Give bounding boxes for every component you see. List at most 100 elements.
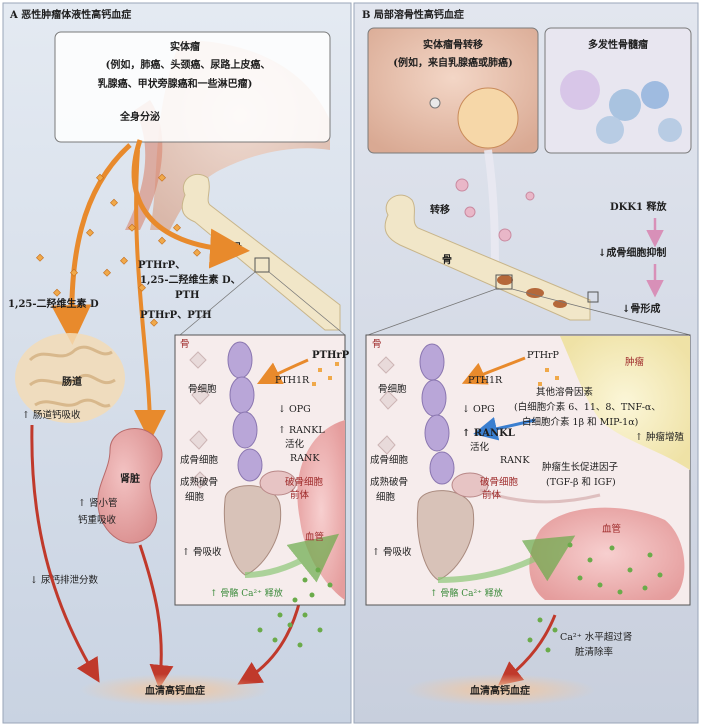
panel-b: B 局部溶骨性高钙血症 实体瘤骨转移 (例如，来自乳腺癌或肺癌) 多发性骨髓瘤 … xyxy=(353,2,699,724)
arrow-gut-result xyxy=(30,424,100,683)
vitamin-d-label: 1,25-二羟维生素 D xyxy=(8,297,99,310)
metastasis-title: 实体瘤骨转移 xyxy=(423,38,483,51)
osteoblast-inhibition-label: ↓成骨细胞抑制 xyxy=(598,246,666,259)
femur-illustration xyxy=(181,173,341,331)
panel-a-result: 血清高钙血症 xyxy=(145,684,205,697)
inset-a-pthrp-arrow xyxy=(256,358,309,385)
inset-a-vessel-label: 血管 xyxy=(305,531,324,543)
inset-b-osteocyte-label: 骨细胞 xyxy=(378,383,407,395)
inset-b-growth-factors-2: (TGF-β 和 IGF) xyxy=(546,477,616,488)
kidney-label: 肾脏 xyxy=(120,472,140,485)
bone-b-zoom-box xyxy=(495,274,513,290)
inset-b-calcium-particles xyxy=(567,542,663,595)
inset-a-precursor xyxy=(259,470,297,496)
inset-b-resorption-label: ↑ 骨吸收 xyxy=(372,546,412,558)
ca-level-label-2: 脏清除率 xyxy=(575,646,614,658)
bone-zoom-box xyxy=(254,257,270,273)
kidney-illustration xyxy=(97,428,163,544)
tumor-box xyxy=(54,31,331,143)
panel-b-calcium-particles xyxy=(527,617,558,653)
inset-b-vessel xyxy=(529,507,685,600)
inset-b-pthrp-arrow xyxy=(461,356,526,385)
panel-b-result: 血清高钙血症 xyxy=(470,684,530,697)
pthrp-label-3: PTH xyxy=(175,290,199,301)
inset-a-mature-osteoclast-2: 细胞 xyxy=(185,491,205,503)
transfer-label: 转移 xyxy=(430,203,450,216)
migrating-cells xyxy=(455,178,535,242)
tumor-box-line2: (例如，肺癌、头颈癌、尿路上皮癌、 xyxy=(106,58,271,71)
inset-b-tumor-label: 肿瘤 xyxy=(625,356,645,368)
inset-b-precursor-2: 前体 xyxy=(482,489,502,501)
inset-a-precursor-1: 破骨细胞 xyxy=(285,476,324,488)
tumor-box-title: 实体瘤 xyxy=(170,40,200,53)
inset-a-lining-cells xyxy=(227,341,263,482)
hormone-particles xyxy=(36,173,201,327)
inset-b-release-label: ↑ 骨骼 Ca²⁺ 释放 xyxy=(430,587,503,599)
bone-formation-label: ↓骨形成 xyxy=(622,302,660,315)
urine-label: ↓ 尿钙排泄分数 xyxy=(30,574,98,586)
inset-a-opg-label: ↓ OPG xyxy=(278,404,311,415)
pthrp-label-2: 1,25-二羟维生素 D、 xyxy=(140,273,241,286)
inset-a-osteocyte-label: 骨细胞 xyxy=(188,383,217,395)
inset-b-pthrp-particles xyxy=(538,368,559,386)
myeloma-box xyxy=(544,27,692,154)
metastasis-tumor xyxy=(457,87,519,149)
panel-b-title: B 局部溶骨性高钙血症 xyxy=(362,8,464,21)
inset-b-mature-osteoclast-1: 成熟破骨 xyxy=(370,476,408,488)
inset-a-resorption-label: ↑ 骨吸收 xyxy=(182,546,222,558)
inset-b-osteoclast xyxy=(416,490,475,581)
inset-b-tumor-growth-label: ↑ 肿瘤增殖 xyxy=(635,431,684,443)
metastasis-subtitle: (例如，来自乳腺癌或肺癌) xyxy=(393,56,512,69)
inset-b-other-factors: 其他溶骨因素 xyxy=(536,386,594,398)
inset-b-precursor xyxy=(451,472,489,498)
inset-b-pth1r-label: PTH1R xyxy=(468,375,503,386)
inset-b-growth-arrow xyxy=(479,488,601,504)
inset-a-osteoblast-label: 成骨细胞 xyxy=(180,454,219,466)
inset-a-release-label: ↑ 骨骼 Ca²⁺ 释放 xyxy=(210,587,283,599)
panel-b-result-glow xyxy=(405,674,595,706)
panel-a: A 恶性肿瘤体液性高钙血症 实体瘤 (例如，肺癌、头颈癌、尿路上皮癌、 乳腺癌、… xyxy=(2,2,352,724)
intestine-illustration xyxy=(15,333,125,423)
tubular-label-2: 钙重吸收 xyxy=(78,514,117,526)
inset-a-osteoclast xyxy=(223,485,282,576)
gut-label: 肠道 xyxy=(62,375,82,388)
inset-b-factors-line1: (白细胞介素 6、11、8、TNF-α、 xyxy=(514,401,661,413)
inset-b-osteocytes xyxy=(377,356,398,455)
inset-a-rank-label: RANK xyxy=(290,453,320,464)
myeloma-cells xyxy=(560,70,682,144)
inset-b-factors-line2: 白细胞介素 1β 和 MIP-1α) xyxy=(522,416,638,428)
tumor-box-line3: 乳腺癌、甲状旁腺癌和一些淋巴瘤) xyxy=(98,77,253,90)
inset-b-lining-cells xyxy=(419,343,455,485)
pthrp-label-1: PTHrP、 xyxy=(138,260,185,271)
inset-b-precursor-1: 破骨细胞 xyxy=(480,476,519,488)
inset-b-osteoblast-label: 成骨细胞 xyxy=(370,454,409,466)
pthrp-pth-label: PTHrP、PTH xyxy=(140,310,212,321)
arrow-to-bone xyxy=(131,139,250,269)
inset-a-pthrp-label: PTHrP xyxy=(312,350,350,361)
inset-a-rankl-label: ↑ RANKL xyxy=(278,425,325,436)
arrow-bone-result xyxy=(237,599,302,685)
inset-b-pthrp-label: PTHrP xyxy=(527,350,560,361)
inset-b-bone-label: 骨 xyxy=(372,339,382,350)
bone-b-label: 骨 xyxy=(442,254,452,266)
inset-b-growth-factors-1: 肿瘤生长促进因子 xyxy=(542,461,619,473)
arrow-b-result xyxy=(497,614,557,686)
inset-a-bone-label: 骨 xyxy=(180,339,190,350)
arrow-to-gut xyxy=(51,143,132,345)
ca-level-label-1: Ca²⁺ 水平超过肾 xyxy=(560,631,633,643)
inset-a-mature-osteoclast-1: 成熟破骨 xyxy=(180,476,218,488)
breast-marker xyxy=(429,97,441,109)
inset-a-calcium-arrow xyxy=(244,533,340,583)
inset-a-calcium-particles xyxy=(257,567,333,648)
myeloma-title: 多发性骨髓瘤 xyxy=(588,38,648,51)
inset-b-tumor xyxy=(560,336,690,470)
systemic-secretion-label: 全身分泌 xyxy=(119,110,160,123)
panel-a-inset: 骨 PTHrP PTH1R 骨细胞 ↓ OPG ↑ RANKL 活化 RANK … xyxy=(174,334,350,648)
inset-b-rank-label: RANK xyxy=(500,455,530,466)
inset-b-calcium-arrow xyxy=(437,535,576,583)
inset-a-precursor-2: 前体 xyxy=(290,489,310,501)
inset-a-pth1r-label: PTH1R xyxy=(275,375,310,386)
panel-a-result-glow xyxy=(80,674,270,706)
